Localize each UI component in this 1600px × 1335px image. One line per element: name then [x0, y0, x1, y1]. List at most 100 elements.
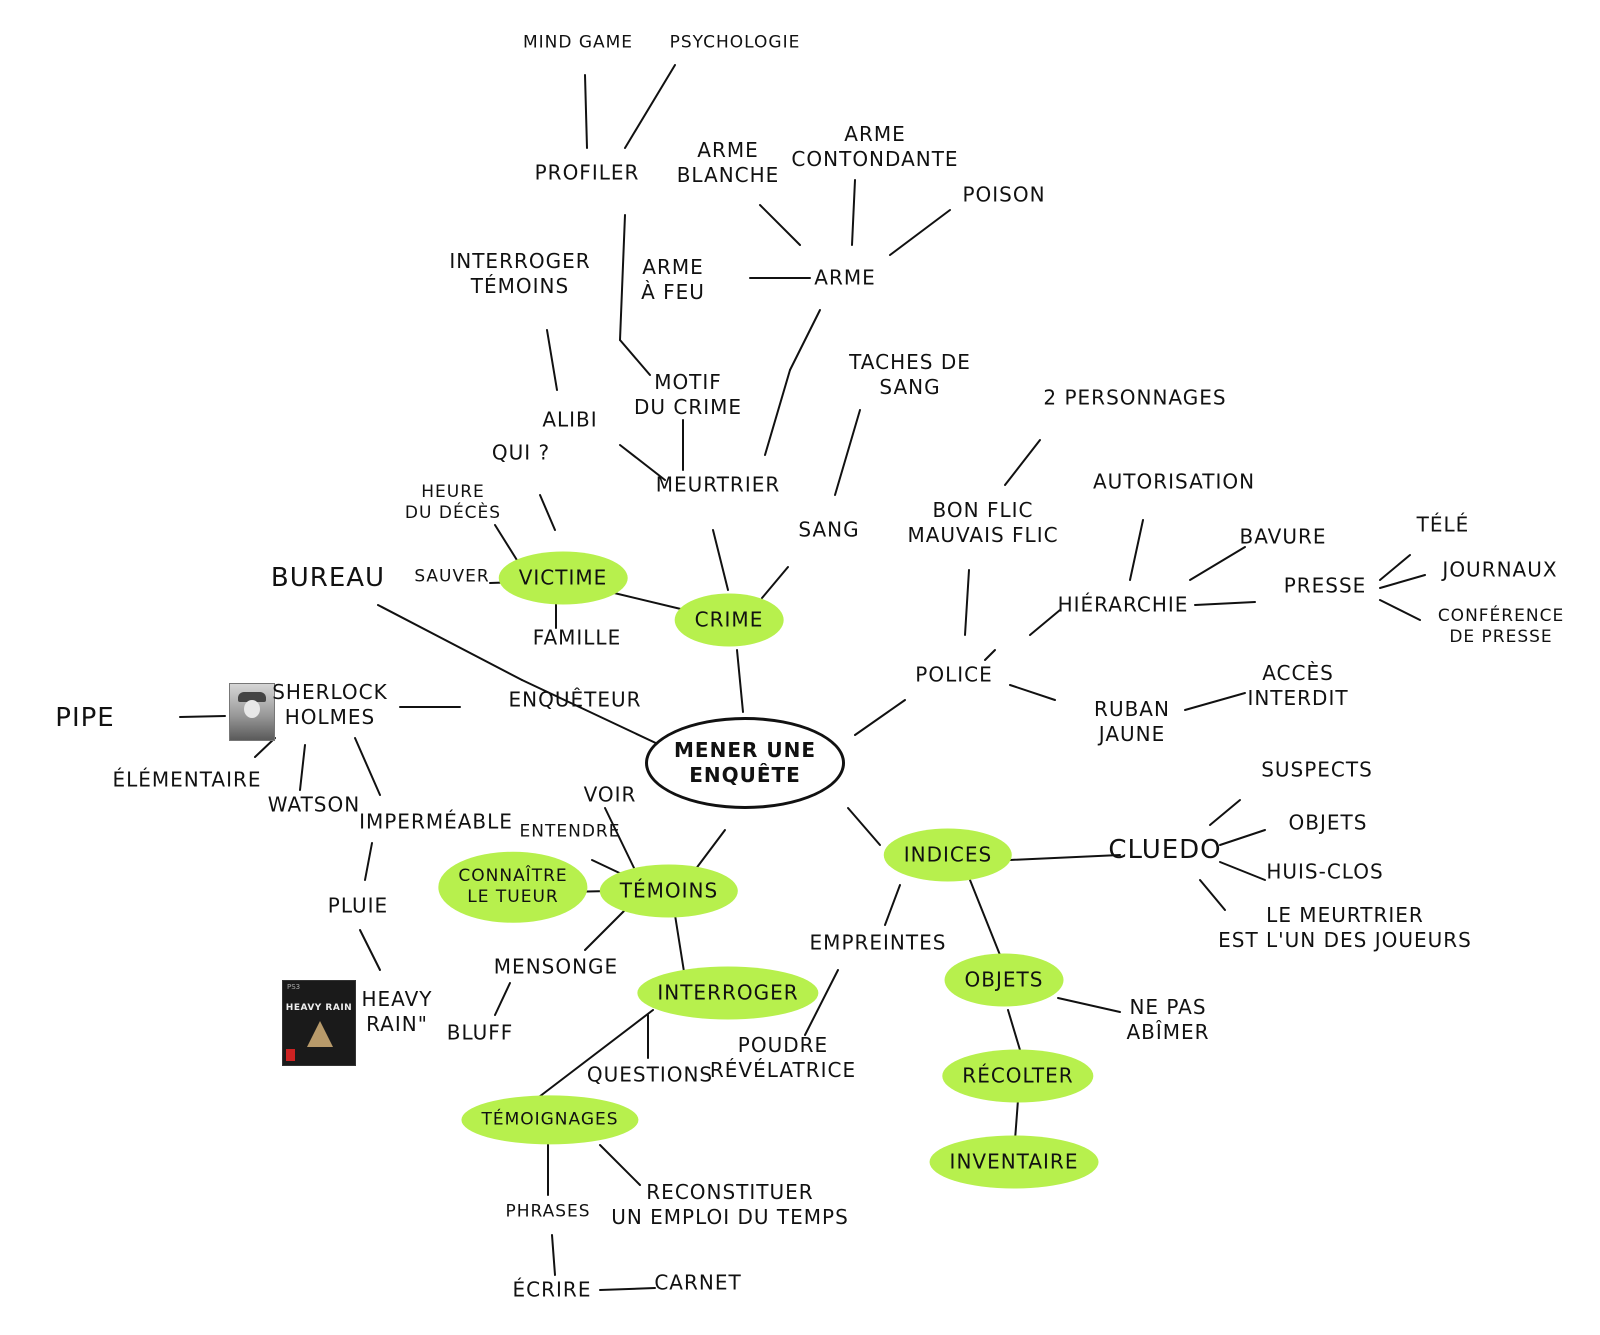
connector-line [851, 179, 856, 246]
node-poudre-revelatrice: POUDRE RÉVÉLATRICE [709, 1033, 857, 1082]
node-crime: CRIME [674, 593, 784, 647]
node-psychologie: PSYCHOLOGIE [669, 32, 801, 53]
node-voir: VOIR [583, 782, 637, 807]
node-poison: POISON [962, 182, 1046, 207]
heavy-rain-cover: PS3 HEAVY RAIN [282, 980, 356, 1066]
cover-title-label: HEAVY RAIN [285, 1003, 353, 1013]
node-ne-pas-abimer: NE PAS ABÎMER [1126, 995, 1210, 1044]
node-autorisation: AUTORISATION [1092, 469, 1256, 494]
node-arme-a-feu: ARME À FEU [641, 255, 705, 304]
connector-line [1009, 684, 1056, 701]
connector-line [1129, 519, 1144, 581]
connector-line [624, 64, 676, 149]
node-enqueteur: ENQUÊTEUR [508, 687, 642, 712]
node-2-personnages: 2 PERSONNAGES [1043, 385, 1227, 410]
node-victime: VICTIME [498, 551, 628, 605]
node-tele: TÉLÉ [1416, 512, 1470, 537]
node-meurtrier: MEURTRIER [655, 472, 781, 497]
connector-line [1014, 1099, 1019, 1141]
connector-line [1379, 574, 1426, 589]
node-motif-du-crime: MOTIF DU CRIME [633, 370, 743, 419]
connector-line [254, 737, 276, 758]
node-hierarchie: HIÉRARCHIE [1057, 592, 1189, 617]
connector-line [1184, 692, 1246, 711]
connector-line [984, 649, 996, 661]
node-acces-interdit: ACCÈS INTERDIT [1247, 661, 1349, 710]
connector-line [694, 829, 726, 871]
connector-line [359, 929, 381, 971]
connector-line [1194, 601, 1256, 606]
connector-line [1219, 861, 1266, 881]
connector-line [619, 444, 666, 481]
connector-line [969, 879, 1001, 956]
connector-line [1057, 997, 1121, 1013]
connector-line [1004, 439, 1041, 486]
node-huis-clos: HUIS-CLOS [1266, 859, 1384, 884]
connector-line [599, 1144, 641, 1186]
connector-line [789, 309, 821, 371]
connector-line [764, 369, 791, 456]
node-arme-blanche: ARME BLANCHE [676, 138, 780, 187]
node-taches-de-sang: TACHES DE SANG [849, 350, 971, 399]
node-alibi: ALIBI [542, 407, 598, 432]
node-interroger-temoins: INTERROGER TÉMOINS [449, 249, 591, 298]
connector-line [494, 982, 511, 1016]
node-recolter: RÉCOLTER [942, 1049, 1094, 1103]
connector-line [847, 807, 881, 846]
node-le-meurtrier-joueurs: LE MEURTRIER EST L'UN DES JOUEURS [1218, 903, 1472, 952]
connector-line [179, 715, 226, 718]
connector-line [736, 649, 744, 713]
node-temoins: TÉMOINS [599, 864, 739, 918]
node-bon-flic: BON FLIC MAUVAIS FLIC [907, 498, 1059, 547]
node-arme: ARME [814, 265, 876, 290]
node-temoignages: TÉMOIGNAGES [461, 1095, 639, 1145]
connector-line [534, 1009, 654, 1101]
connector-line [299, 744, 306, 791]
node-suspects: SUSPECTS [1261, 757, 1373, 782]
node-connaitre-le-tueur: CONNAÎTRE LE TUEUR [438, 851, 588, 923]
node-mind-game: MIND GAME [522, 32, 634, 53]
node-pipe: PIPE [55, 702, 115, 733]
node-mensonge: MENSONGE [493, 954, 619, 979]
connector-line [854, 699, 906, 736]
node-sang: SANG [798, 517, 860, 542]
node-phrases: PHRASES [505, 1201, 591, 1222]
node-bavure: BAVURE [1239, 524, 1327, 549]
connector-line [1189, 546, 1246, 581]
connector-line [804, 969, 839, 1036]
node-sauver: SAUVER [414, 566, 490, 587]
node-sherlock-holmes: SHERLOCK HOLMES [272, 680, 388, 729]
node-bluff: BLUFF [446, 1020, 514, 1045]
node-conference-de-presse: CONFÉRENCE DE PRESSE [1437, 605, 1565, 647]
connector-line [674, 914, 686, 979]
connector-line [964, 569, 970, 636]
connector-line [619, 214, 626, 341]
connector-line [494, 524, 521, 566]
connector-line [619, 339, 651, 376]
connector-line [884, 884, 901, 926]
connector-line [551, 1234, 556, 1276]
connector-line [377, 604, 523, 681]
node-profiler: PROFILER [534, 160, 640, 185]
connector-line [1379, 599, 1421, 621]
connector-line [1219, 829, 1266, 846]
connector-line [1209, 799, 1241, 826]
node-entendre: ENTENDRE [519, 821, 621, 842]
node-inventaire: INVENTAIRE [929, 1135, 1099, 1189]
node-empreintes: EMPREINTES [809, 930, 947, 955]
connector-line [609, 591, 686, 611]
connector-line [546, 329, 558, 391]
node-impermeable: IMPERMÉABLE [359, 809, 513, 834]
node-questions: QUESTIONS [586, 1062, 714, 1087]
connector-line [604, 807, 636, 871]
connector-line [889, 209, 951, 256]
node-interroger: INTERROGER [637, 966, 819, 1020]
connector-line [521, 679, 661, 746]
connector-line [599, 1287, 656, 1291]
connector-line [354, 737, 381, 796]
connector-line [712, 529, 729, 591]
node-arme-contondante: ARME CONTONDANTE [791, 122, 959, 171]
node-heavy-rain: HEAVY RAIN" [361, 987, 433, 1036]
